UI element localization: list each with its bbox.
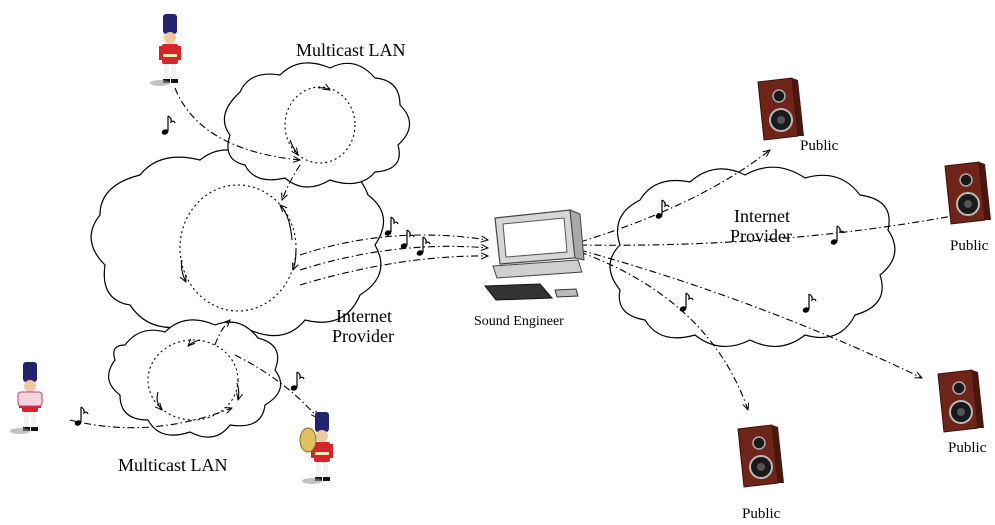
music-note-icon xyxy=(399,229,415,251)
multicast-lan-cloud-bottom xyxy=(108,319,282,438)
public-label-2: Public xyxy=(950,238,989,254)
computer-icon xyxy=(483,209,585,301)
internet-provider-label-right-line1: Internet xyxy=(734,206,790,226)
public-label-4: Public xyxy=(742,506,781,522)
speaker-icon xyxy=(737,424,785,488)
speaker-icon xyxy=(944,161,992,225)
multicast-lan-cloud-top xyxy=(223,62,411,188)
public-label-1: Public xyxy=(800,138,839,154)
multicast-lan-label-top: Multicast LAN xyxy=(296,40,406,60)
toy-soldier-drummer-icon xyxy=(10,362,43,434)
music-note-icon xyxy=(160,115,176,137)
music-note-icon xyxy=(289,371,305,393)
speaker-icon xyxy=(937,369,985,433)
internet-provider-label-right-line2: Provider xyxy=(730,226,792,246)
internet-provider-cloud-right xyxy=(609,166,896,347)
toy-soldier-cymbal-icon xyxy=(299,412,333,484)
sound-engineer-label: Sound Engineer xyxy=(474,314,564,329)
internet-provider-label-left-line1: Internet xyxy=(336,306,392,326)
multicast-lan-label-bottom: Multicast LAN xyxy=(118,455,228,475)
internet-provider-label-left: Internet Provider xyxy=(332,306,394,346)
speaker-icon xyxy=(757,77,805,141)
internet-provider-label-right: Internet Provider xyxy=(730,206,792,246)
toy-soldier-icon xyxy=(150,14,181,86)
public-label-3: Public xyxy=(948,440,987,456)
music-note-icon xyxy=(383,216,399,238)
internet-provider-label-left-line2: Provider xyxy=(332,326,394,346)
